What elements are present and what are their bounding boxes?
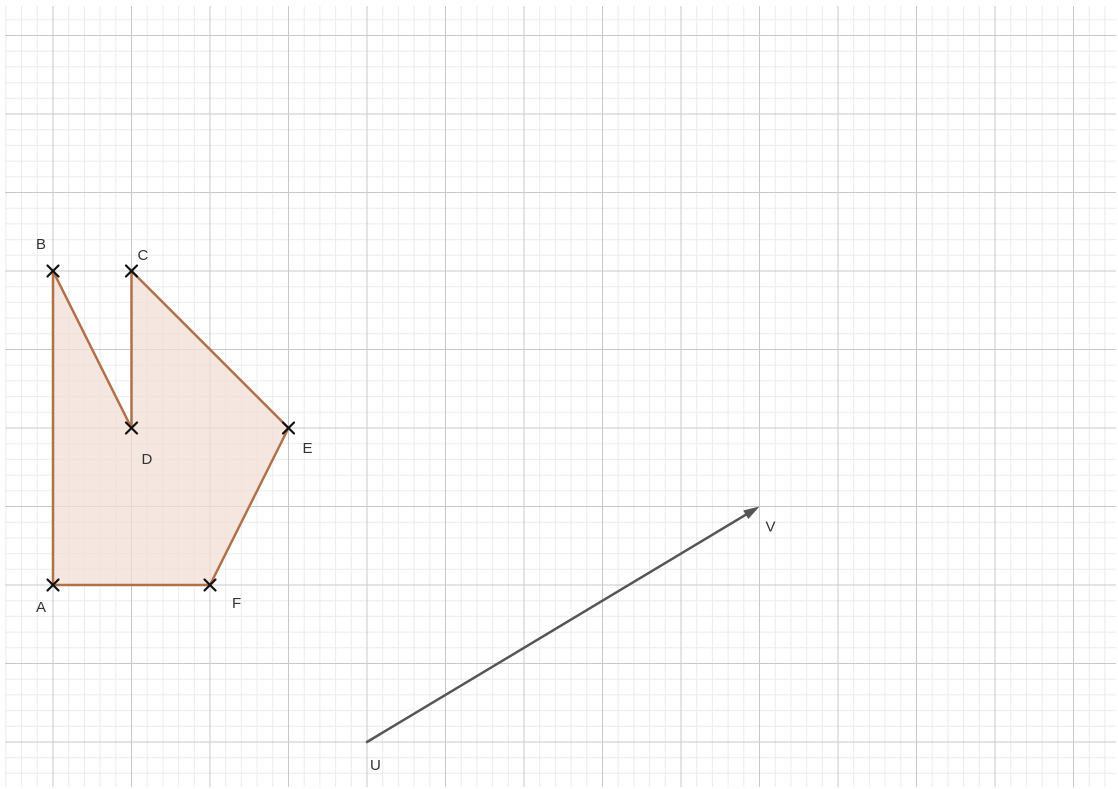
vector-line[interactable] xyxy=(365,512,749,744)
vector-uv[interactable] xyxy=(365,506,760,744)
point-C-marker[interactable] xyxy=(124,264,139,278)
point-F-marker[interactable] xyxy=(203,578,217,592)
point-B-marker[interactable] xyxy=(46,264,60,278)
point-A-label: A xyxy=(36,599,46,616)
point-B-label: B xyxy=(36,236,46,253)
point-E-marker[interactable] xyxy=(281,421,296,435)
point-E-label: E xyxy=(303,440,313,457)
point-D-marker[interactable] xyxy=(124,421,139,435)
point-V-label: V xyxy=(766,519,776,536)
point-D-label: D xyxy=(142,451,153,468)
point-F-label: F xyxy=(232,595,241,612)
point-A-marker[interactable] xyxy=(46,578,60,592)
point-markers xyxy=(46,264,296,592)
point-U-label: U xyxy=(370,757,381,774)
major-grid xyxy=(5,6,1116,787)
vector-arrowhead xyxy=(743,506,760,520)
point-labels: A B C D E F U V xyxy=(36,236,776,774)
point-C-label: C xyxy=(138,247,149,264)
